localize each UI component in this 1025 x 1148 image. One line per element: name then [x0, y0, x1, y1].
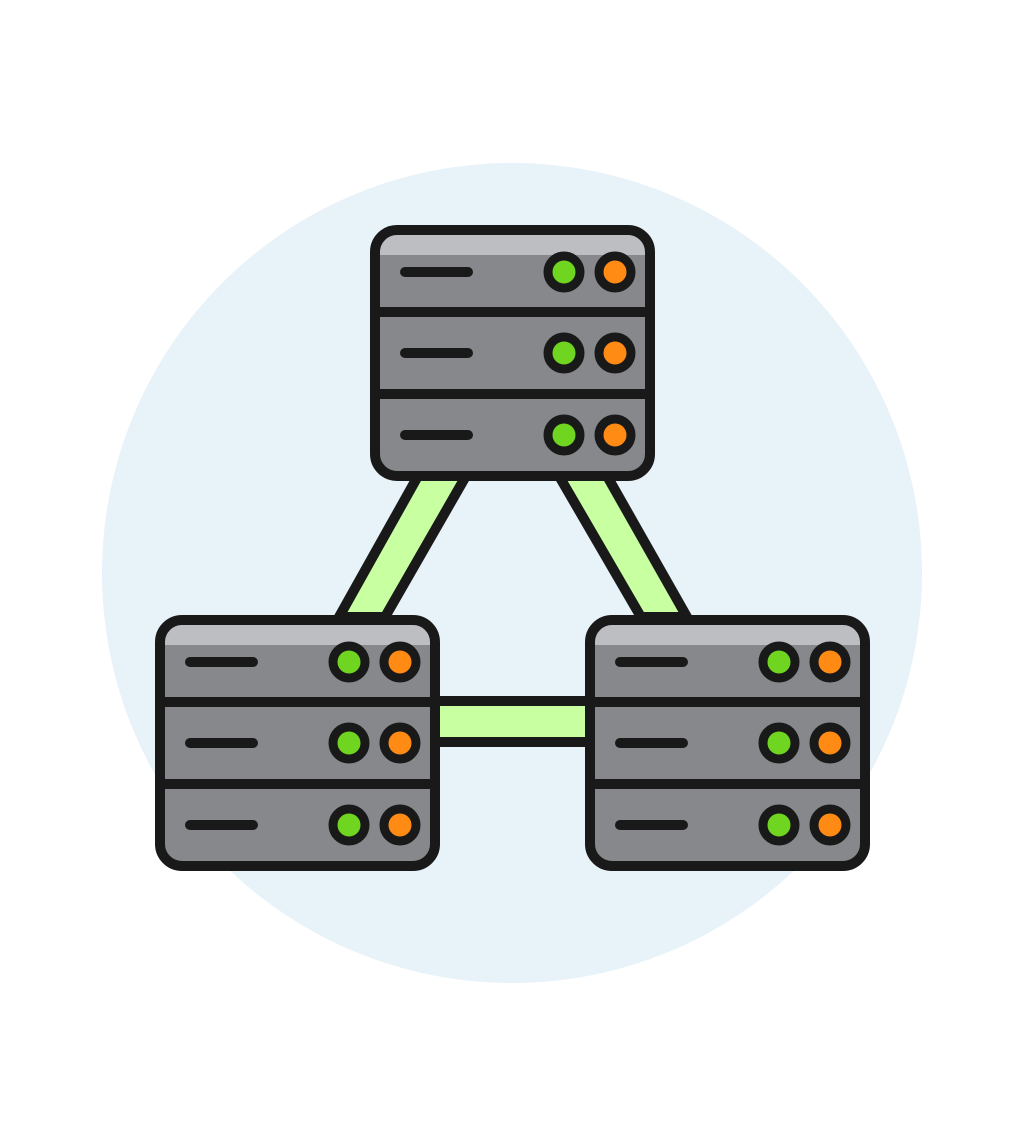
server-body: [375, 230, 650, 476]
server-bottom-left: [155, 615, 440, 871]
server-bottom-right: [585, 615, 870, 871]
status-light-orange: [809, 804, 851, 846]
status-light-orange: [379, 641, 421, 683]
server-top: [370, 225, 655, 481]
status-light-green: [758, 641, 800, 683]
status-light-orange: [809, 722, 851, 764]
status-light-green: [328, 722, 370, 764]
status-light-orange: [594, 251, 636, 293]
status-light-orange: [594, 414, 636, 456]
server-body: [160, 620, 435, 866]
server-outline: [585, 615, 870, 871]
servers: [155, 225, 870, 871]
status-light-green: [758, 804, 800, 846]
status-light-orange: [379, 804, 421, 846]
status-light-green: [543, 414, 585, 456]
server-body: [590, 620, 865, 866]
status-light-green: [543, 332, 585, 374]
status-light-green: [328, 641, 370, 683]
status-light-orange: [379, 722, 421, 764]
status-light-orange: [594, 332, 636, 374]
status-light-green: [758, 722, 800, 764]
server-outline: [155, 615, 440, 871]
status-light-green: [543, 251, 585, 293]
network-link-bottom-left-to-bottom-right: [430, 696, 595, 747]
server-outline: [370, 225, 655, 481]
status-light-orange: [809, 641, 851, 683]
status-light-green: [328, 804, 370, 846]
